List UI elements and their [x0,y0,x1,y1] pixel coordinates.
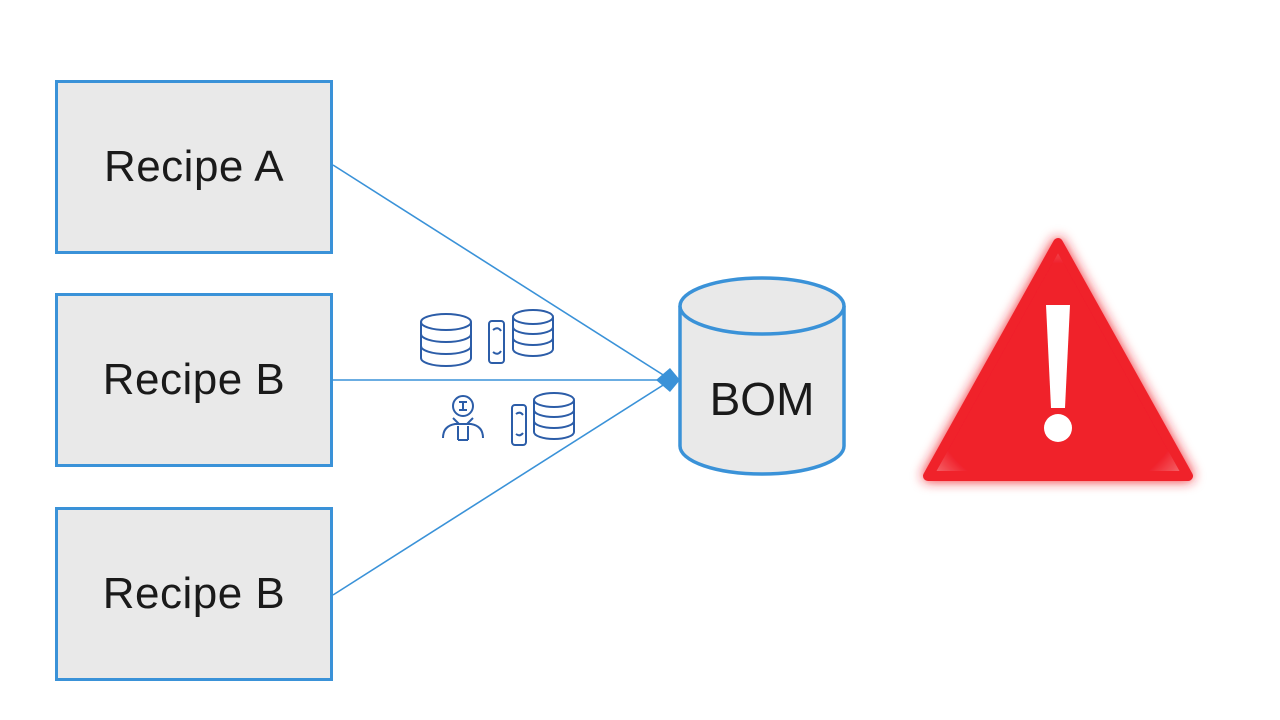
database-icon [512,309,554,357]
database-icon [533,392,575,440]
connector-recipe-a [332,164,669,379]
connector-recipe-b2 [332,381,669,596]
recipe-a-box: Recipe A [55,80,333,254]
mobile-sync-icon [488,320,505,364]
ai-head-user-icon [442,395,484,441]
recipe-a-label: Recipe A [103,142,285,191]
bom-cylinder [678,276,846,476]
recipe-b-label: Recipe B [102,355,286,404]
recipe-b-box: Recipe B [55,293,333,467]
exclamation-mark [1046,305,1070,408]
bom-label: BOM [709,373,815,425]
database-icon [420,313,472,367]
recipe-b-second-label: Recipe B [102,569,286,618]
warning-triangle-icon [923,238,1193,481]
recipe-b-box-second: Recipe B [55,507,333,681]
exclamation-dot [1044,414,1072,442]
arrow-head [656,368,680,392]
connector-lines [332,164,669,596]
mobile-sync-icon [511,404,527,446]
